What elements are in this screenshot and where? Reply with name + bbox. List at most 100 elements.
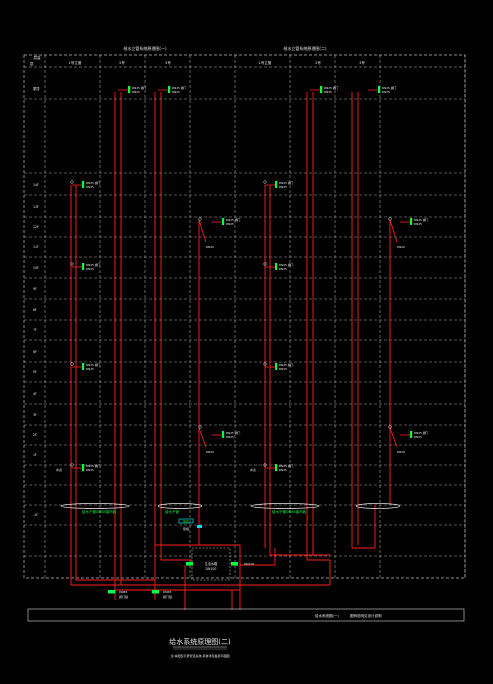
floor-label-15: -1F	[33, 513, 38, 517]
corner-label-bottom: 层	[30, 61, 34, 66]
ground-slab-markers	[60, 503, 401, 509]
branch-label-2: DN20	[397, 245, 405, 249]
valve-label-2: DN25 阀门	[324, 86, 338, 90]
floor-label-14: 1F	[33, 453, 37, 457]
floor-label-11: 4F	[33, 392, 37, 396]
floor-label-3: 12F	[33, 225, 39, 229]
floor-label-13: 2F	[33, 433, 37, 437]
pipe-note-mid: 给水干管	[165, 509, 179, 514]
diag-branch-2	[389, 219, 398, 243]
valve-sublabel-11: DN25	[279, 468, 287, 472]
branch-label-0: DN20	[206, 245, 214, 249]
tank-valve-right	[231, 562, 238, 566]
floor-label-1: 14F	[33, 183, 39, 187]
valve-label-12: DN25 阀门	[226, 218, 240, 222]
valve-label-7: DN25 阀门	[86, 464, 100, 468]
fitting-4	[263, 180, 267, 184]
meter-label-0: 水表	[56, 467, 62, 472]
fitting-2	[70, 362, 74, 366]
valve-label-6: DN25 阀门	[86, 363, 100, 367]
valve-0	[128, 86, 131, 93]
valve-11	[275, 464, 278, 471]
valve-8	[275, 181, 278, 188]
valve-sublabel-7: DN25	[86, 468, 94, 472]
valve-label-3: DN25 阀门	[382, 86, 396, 90]
bottom-valve-1-sub: 阀门组	[119, 594, 128, 599]
bottom-valve-1-label: DN65	[119, 590, 127, 594]
valve-label-8: DN25 阀门	[279, 181, 293, 185]
valve-sublabel-1: DN25	[172, 90, 180, 94]
valve-9	[275, 263, 278, 270]
bottom-valve-2-label: DN65	[163, 590, 171, 594]
valve-sublabel-13: DN25	[226, 435, 234, 439]
valve-label-1: DN25 阀门	[172, 86, 186, 90]
valve-label-10: DN25 阀门	[279, 363, 293, 367]
sub-header-6: 3号	[359, 60, 365, 65]
fitting-11	[388, 425, 392, 429]
valve-label-9: DN25 阀门	[279, 263, 293, 267]
footer-left: 给水系统图(一)	[315, 613, 339, 618]
pump-group: 加压 泵组 生活水箱 DN100 DN100	[178, 519, 254, 581]
valve-sublabel-3: DN25	[382, 90, 390, 94]
meter-label-1: 水表	[250, 467, 256, 472]
pump-sub: 泵组	[183, 526, 189, 531]
sub-header-5: 2号	[315, 60, 321, 65]
drawing-subtitle: 注:本图仅示意管道系统,具体详见各层平面图	[171, 653, 230, 658]
valve-15	[410, 431, 413, 438]
bottom-valve-2-sub: 阀门组	[163, 594, 172, 599]
valve-sublabel-2: DN25	[324, 90, 332, 94]
valve-sublabel-0: DN25	[132, 90, 140, 94]
valve-label-11: DN25 阀门	[279, 464, 293, 468]
valve-sublabel-15: DN25	[414, 435, 422, 439]
floor-label-8: 7F	[33, 328, 37, 332]
drawing-frame	[23, 54, 466, 579]
valve-14	[410, 218, 413, 225]
slab-marker-1	[60, 503, 130, 509]
bottom-valve-group: DN65 阀门组 DN65 阀门组	[108, 590, 172, 599]
col-header-left: 给水立管系统原理图(一)	[123, 45, 167, 51]
drawing-title: 给水系统原理图(二)	[169, 637, 231, 646]
valve-label-4: DN25 阀门	[86, 181, 100, 185]
bottom-valve-2	[152, 590, 159, 594]
slab-marker-4	[355, 503, 401, 509]
diag-branch-3	[389, 427, 398, 448]
valve-sublabel-6: DN25	[86, 367, 94, 371]
col-header-right: 给水立管系统原理图(二)	[283, 45, 327, 51]
pipe-network	[70, 89, 410, 610]
branch-label-1: DN20	[206, 450, 214, 454]
valve-6	[82, 363, 85, 370]
valve-sublabel-10: DN25	[279, 367, 287, 371]
tank-sub: DN100	[206, 567, 217, 571]
floor-label-12: 3F	[33, 413, 37, 417]
floor-label-4: 11F	[33, 245, 39, 249]
sub-header-4: 1号立管	[259, 60, 272, 65]
valve-sublabel-9: DN25	[279, 267, 287, 271]
diag-branch-0	[198, 219, 207, 243]
valve-sublabel-5: DN25	[86, 267, 94, 271]
fitting-1	[70, 262, 74, 266]
valve-label-13: DN25 阀门	[226, 431, 240, 435]
floor-label-7: 8F	[33, 308, 37, 312]
grid-lines	[24, 55, 466, 578]
sub-header-3: 3号	[165, 60, 171, 65]
pipe-note-left: 给水干管DN65接市政	[82, 509, 117, 514]
valve-12	[222, 218, 225, 225]
diag-branch-1	[198, 427, 207, 448]
slab-marker-3	[250, 503, 320, 509]
fitting-7	[263, 463, 267, 467]
floor-label-0: 屋顶	[33, 86, 40, 91]
tank-valve-note: DN100	[244, 562, 254, 566]
valve-label-15: DN25 阀门	[414, 431, 428, 435]
floor-label-6: 9F	[33, 287, 37, 291]
sub-header-2: 2号	[119, 60, 125, 65]
valve-4	[82, 181, 85, 188]
pipe-note-right: 给水干管DN65接市政	[272, 509, 307, 514]
valve-10	[275, 363, 278, 370]
pump-tag: 加压	[183, 519, 189, 524]
fitting-5	[263, 262, 267, 266]
fitting-9	[198, 425, 202, 429]
floor-label-2: 13F	[33, 205, 39, 209]
valve-3	[378, 86, 381, 93]
